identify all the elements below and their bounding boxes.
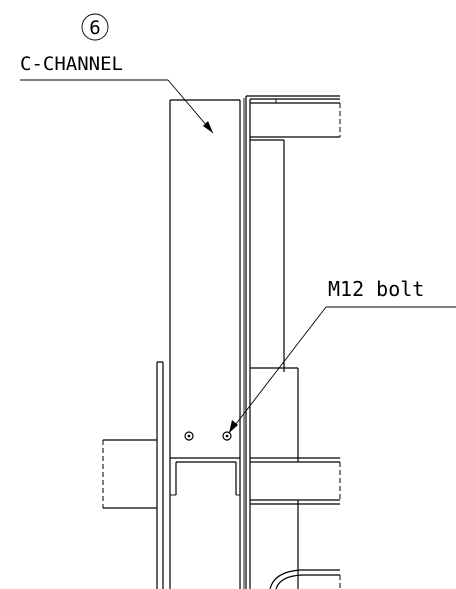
inner-plate xyxy=(250,139,285,372)
right-tube xyxy=(250,457,341,505)
part-callout: 6 C-CHANNEL xyxy=(20,13,214,134)
right-block xyxy=(250,367,299,589)
bottom-member xyxy=(269,569,341,589)
bolt-label: M12 bolt xyxy=(328,277,424,301)
c-channel-label: C-CHANNEL xyxy=(20,53,123,75)
callout-circle xyxy=(81,13,109,41)
bolt-leader xyxy=(228,306,327,434)
bolt-holes xyxy=(184,431,232,441)
bolt-hole-right xyxy=(222,431,232,441)
bracket-plate xyxy=(170,457,240,496)
top-member xyxy=(246,95,341,138)
callout-number: 6 xyxy=(89,17,100,39)
callout-arrowhead xyxy=(203,121,213,133)
bolt-hole-left xyxy=(184,431,194,441)
bolt-callout: M12 bolt xyxy=(228,277,456,434)
bolt-arrowhead xyxy=(229,420,238,433)
left-tube xyxy=(102,439,157,509)
c-channel xyxy=(169,96,251,589)
left-plate xyxy=(156,361,164,589)
